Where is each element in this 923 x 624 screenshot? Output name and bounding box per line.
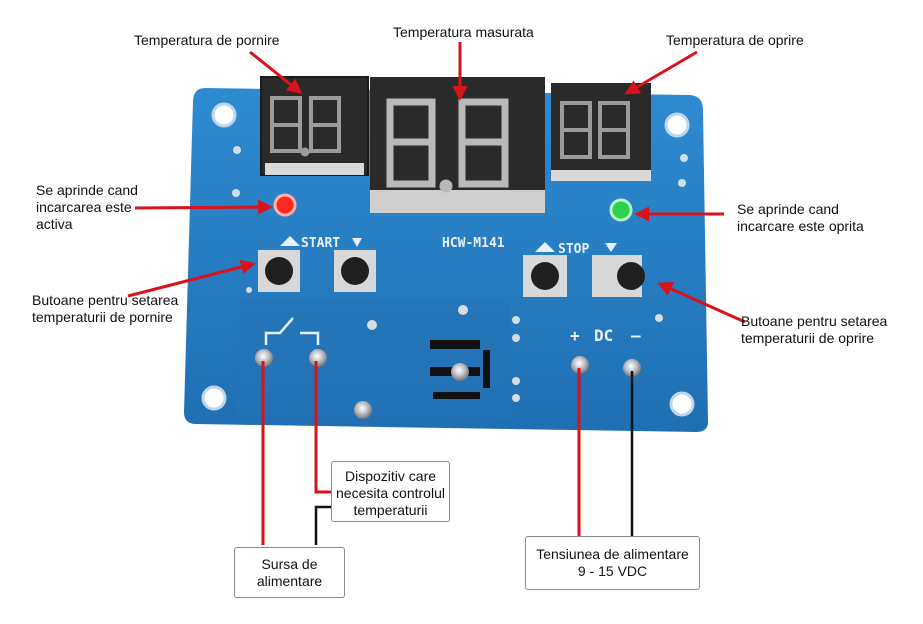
mounting-hole: [201, 385, 227, 411]
display-start-digits: [270, 96, 341, 157]
display-measured-digits: [386, 98, 509, 193]
box-power-source: Sursa de alimentare: [234, 547, 345, 598]
box-device-line2: necesita controlul: [336, 485, 445, 501]
relay-terminal-2: [309, 349, 327, 367]
relay-slot: [483, 350, 490, 388]
display-stop-digits: [560, 101, 630, 159]
label-red-led: Se aprinde cand incarcarea este activa: [36, 182, 138, 233]
label-stop-temperature: Temperatura de oprire: [666, 32, 804, 48]
relay-area: [236, 300, 512, 418]
box-source-line1: Sursa de: [261, 556, 318, 572]
label-measured-temperature: Temperatura masurata: [393, 24, 534, 40]
dc-minus-terminal: [623, 359, 641, 377]
board-dc-text: DC: [594, 326, 613, 345]
board-model-text: HCW-M141: [442, 236, 505, 251]
relay-terminal-4: [354, 401, 372, 419]
mounting-hole: [664, 112, 690, 138]
label-start-buttons-line1: Butoane pentru setarea: [32, 292, 179, 308]
box-device-line1: Dispozitiv care: [344, 468, 437, 484]
relay-terminal-3: [451, 363, 469, 381]
board-plus-text: +: [570, 326, 580, 345]
label-start-buttons-line2: temperaturii de pornire: [32, 309, 173, 325]
start-button-down[interactable]: [258, 250, 300, 292]
board-start-text: START: [301, 236, 340, 251]
annotation-arrows: [127, 42, 746, 545]
label-stop-buttons-line2: temperaturii de oprire: [741, 330, 875, 346]
relay-slot: [433, 392, 480, 399]
mounting-hole: [669, 391, 695, 417]
box-supply-line2: 9 - 15 VDC: [577, 563, 648, 579]
label-stop-buttons: Butoane pentru setarea temperaturii de o…: [741, 313, 887, 347]
label-red-led-line3: activa: [36, 216, 73, 232]
solder-pads: [232, 146, 688, 402]
relay-symbol: [264, 317, 320, 345]
label-red-led-line2: incarcarea este: [36, 199, 132, 215]
label-stop-buttons-line1: Butoane pentru setarea: [741, 313, 888, 329]
label-green-led: Se aprinde cand incarcare este oprita: [737, 201, 864, 235]
box-device-line3: temperaturii: [353, 502, 428, 518]
label-red-led-line1: Se aprinde cand: [36, 182, 138, 198]
stop-button-down[interactable]: [523, 255, 567, 297]
relay-terminal-1: [255, 349, 273, 367]
box-source-line2: alimentare: [256, 573, 323, 589]
label-green-led-line2: incarcare este oprita: [737, 218, 864, 234]
wire-lines: [314, 371, 634, 545]
board-minus-text: –: [631, 326, 641, 345]
label-start-buttons: Butoane pentru setarea temperaturii de p…: [32, 292, 178, 326]
dc-plus-terminal: [571, 356, 589, 374]
relay-slot: [430, 340, 480, 349]
red-led: [273, 193, 297, 217]
stop-button-up[interactable]: [592, 255, 645, 297]
label-start-temperature: Temperatura de pornire: [134, 32, 280, 48]
label-green-led-line1: Se aprinde cand: [737, 201, 839, 217]
box-supply-line1: Tensiunea de alimentare: [536, 546, 689, 562]
box-controlled-device: Dispozitiv care necesita controlul tempe…: [331, 461, 450, 522]
green-led: [609, 198, 633, 222]
box-supply-voltage: Tensiunea de alimentare 9 - 15 VDC: [525, 536, 700, 590]
board-stop-text: STOP: [558, 242, 589, 257]
mounting-hole: [211, 102, 237, 128]
start-button-up[interactable]: [334, 250, 376, 292]
